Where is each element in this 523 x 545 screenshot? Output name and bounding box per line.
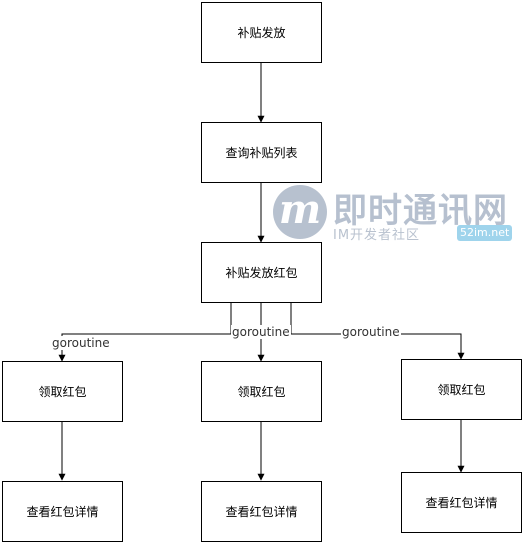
node-query-subsidy-list[interactable]: 查询补贴列表 [201, 122, 322, 183]
edge-label-goroutine-right: goroutine [341, 325, 401, 339]
watermark-title: 即时通讯网 [333, 191, 508, 231]
node-subsidy-issue-red-packet[interactable]: 补贴发放红包 [201, 242, 322, 303]
node-view-red-packet-detail-3[interactable]: 查看红包详情 [401, 472, 522, 533]
watermark-badge: 52im.net [457, 225, 513, 241]
node-view-red-packet-detail-1[interactable]: 查看红包详情 [2, 481, 123, 542]
watermark-logo-icon: m [273, 185, 327, 239]
edge-label-goroutine-left: goroutine [51, 336, 111, 350]
watermark-subtitle: IM开发者社区 [333, 228, 421, 243]
edge-fork-left [58, 302, 232, 362]
watermark: m 即时通讯网 IM开发者社区 52im.net [273, 181, 521, 247]
node-receive-red-packet-3[interactable]: 领取红包 [401, 359, 522, 420]
node-view-red-packet-detail-2[interactable]: 查看红包详情 [201, 481, 322, 542]
node-receive-red-packet-2[interactable]: 领取红包 [201, 361, 322, 422]
edge-label-goroutine-middle: goroutine [231, 325, 291, 339]
node-subsidy-issue[interactable]: 补贴发放 [201, 2, 322, 63]
node-receive-red-packet-1[interactable]: 领取红包 [2, 361, 123, 422]
